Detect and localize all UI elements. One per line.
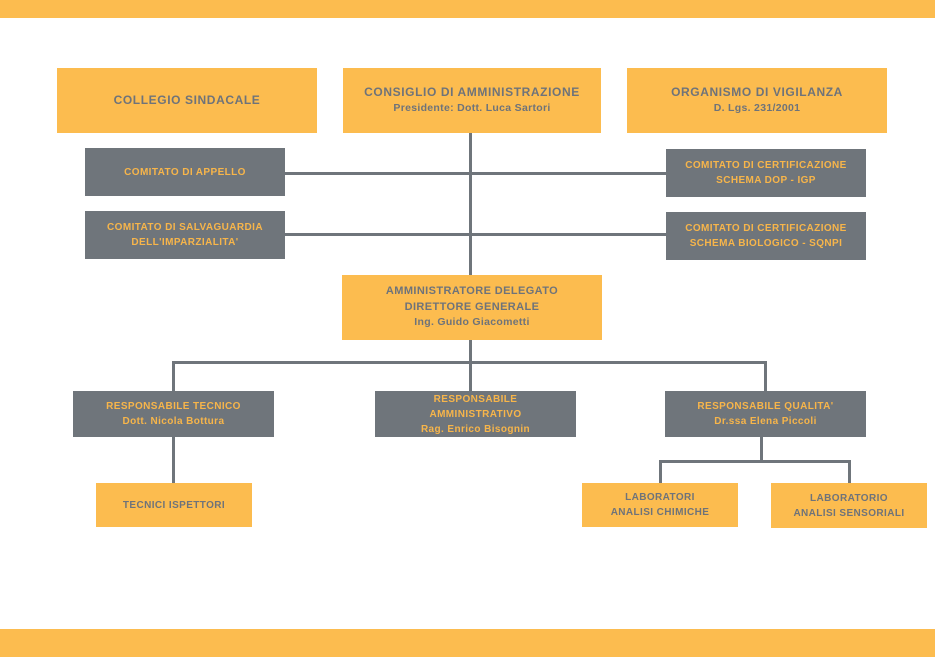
node-title-line2: ANALISI CHIMICHE bbox=[610, 507, 710, 518]
connector-ad-down bbox=[469, 340, 472, 392]
node-consiglio-di-amministrazione: CONSIGLIO DI AMMINISTRAZIONE Presidente:… bbox=[343, 68, 601, 133]
node-title-line2: SCHEMA BIOLOGICO - SQNPI bbox=[689, 238, 843, 249]
node-laboratorio-analisi-sensoriali: LABORATORIO ANALISI SENSORIALI bbox=[771, 483, 927, 528]
connector-drop-lab-sensoriali bbox=[848, 460, 851, 483]
connector-qualita-down bbox=[760, 437, 763, 462]
node-person: Ing. Guido Giacometti bbox=[414, 316, 530, 329]
node-collegio-sindacale: COLLEGIO SINDACALE bbox=[57, 68, 317, 133]
node-comitato-di-appello: COMITATO DI APPELLO bbox=[85, 148, 285, 196]
node-title-line1: LABORATORI bbox=[625, 492, 695, 503]
node-responsabile-tecnico: RESPONSABILE TECNICO Dott. Nicola Bottur… bbox=[73, 391, 274, 437]
node-title-line2: ANALISI SENSORIALI bbox=[793, 507, 905, 519]
node-person: Presidente: Dott. Luca Sartori bbox=[393, 102, 551, 115]
node-title: TECNICI ISPETTORI bbox=[122, 499, 226, 511]
node-person: Dr.ssa Elena Piccoli bbox=[714, 416, 817, 427]
node-comitato-salvaguardia-imparzialita: COMITATO DI SALVAGUARDIA DELL'IMPARZIALI… bbox=[85, 211, 285, 259]
top-accent-bar bbox=[0, 0, 935, 18]
node-title: RESPONSABILE TECNICO bbox=[106, 401, 241, 412]
node-title: RESPONSABILE QUALITA' bbox=[697, 401, 834, 412]
node-title-line1: COMITATO DI CERTIFICAZIONE bbox=[685, 223, 847, 234]
node-title: ORGANISMO DI VIGILANZA bbox=[671, 84, 843, 99]
bottom-accent-bar bbox=[0, 629, 935, 657]
node-title: COMITATO DI APPELLO bbox=[124, 166, 246, 178]
node-subtitle: D. Lgs. 231/2001 bbox=[713, 102, 801, 115]
node-responsabile-qualita: RESPONSABILE QUALITA' Dr.ssa Elena Picco… bbox=[665, 391, 866, 437]
connector-consiglio-to-ad bbox=[469, 133, 472, 276]
connector-drop-tecnico bbox=[172, 361, 175, 391]
node-title-line2: DIRETTORE GENERALE bbox=[404, 300, 540, 313]
node-comitato-certificazione-biologico-sqnpi: COMITATO DI CERTIFICAZIONE SCHEMA BIOLOG… bbox=[666, 212, 866, 260]
connector-drop-qualita bbox=[764, 361, 767, 391]
node-comitato-certificazione-dop-igp: COMITATO DI CERTIFICAZIONE SCHEMA DOP - … bbox=[666, 149, 866, 197]
node-title-line1: COMITATO DI CERTIFICAZIONE bbox=[685, 160, 847, 171]
connector-appello-certdop bbox=[285, 172, 666, 175]
node-title-line1: RESPONSABILE bbox=[433, 393, 518, 405]
node-title-line2: DELL'IMPARZIALITA' bbox=[131, 237, 239, 248]
node-title: COLLEGIO SINDACALE bbox=[113, 92, 261, 107]
node-title-line1: COMITATO DI SALVAGUARDIA bbox=[107, 222, 263, 233]
node-organismo-di-vigilanza: ORGANISMO DI VIGILANZA D. Lgs. 231/2001 bbox=[627, 68, 887, 133]
connector-tecnico-to-ispettori bbox=[172, 437, 175, 483]
node-title-line2: SCHEMA DOP - IGP bbox=[716, 175, 816, 186]
node-person: Dott. Nicola Bottura bbox=[122, 416, 225, 427]
connector-drop-lab-chimiche bbox=[659, 460, 662, 483]
node-title: CONSIGLIO DI AMMINISTRAZIONE bbox=[364, 84, 580, 99]
node-title-line1: LABORATORIO bbox=[810, 492, 888, 504]
node-laboratori-analisi-chimiche: LABORATORI ANALISI CHIMICHE bbox=[582, 483, 738, 527]
node-responsabile-amministrativo: RESPONSABILE AMMINISTRATIVO Rag. Enrico … bbox=[375, 391, 576, 437]
node-amministratore-delegato-direttore-generale: AMMINISTRATORE DELEGATO DIRETTORE GENERA… bbox=[342, 275, 602, 340]
node-title-line1: AMMINISTRATORE DELEGATO bbox=[385, 285, 559, 298]
connector-responsabili-horizontal bbox=[172, 361, 767, 364]
connector-laboratori-horizontal bbox=[659, 460, 851, 463]
node-title-line2: AMMINISTRATIVO bbox=[429, 408, 522, 420]
connector-salvaguardia-certbio bbox=[285, 233, 666, 236]
node-person: Rag. Enrico Bisognin bbox=[420, 423, 531, 435]
node-tecnici-ispettori: TECNICI ISPETTORI bbox=[96, 483, 252, 527]
